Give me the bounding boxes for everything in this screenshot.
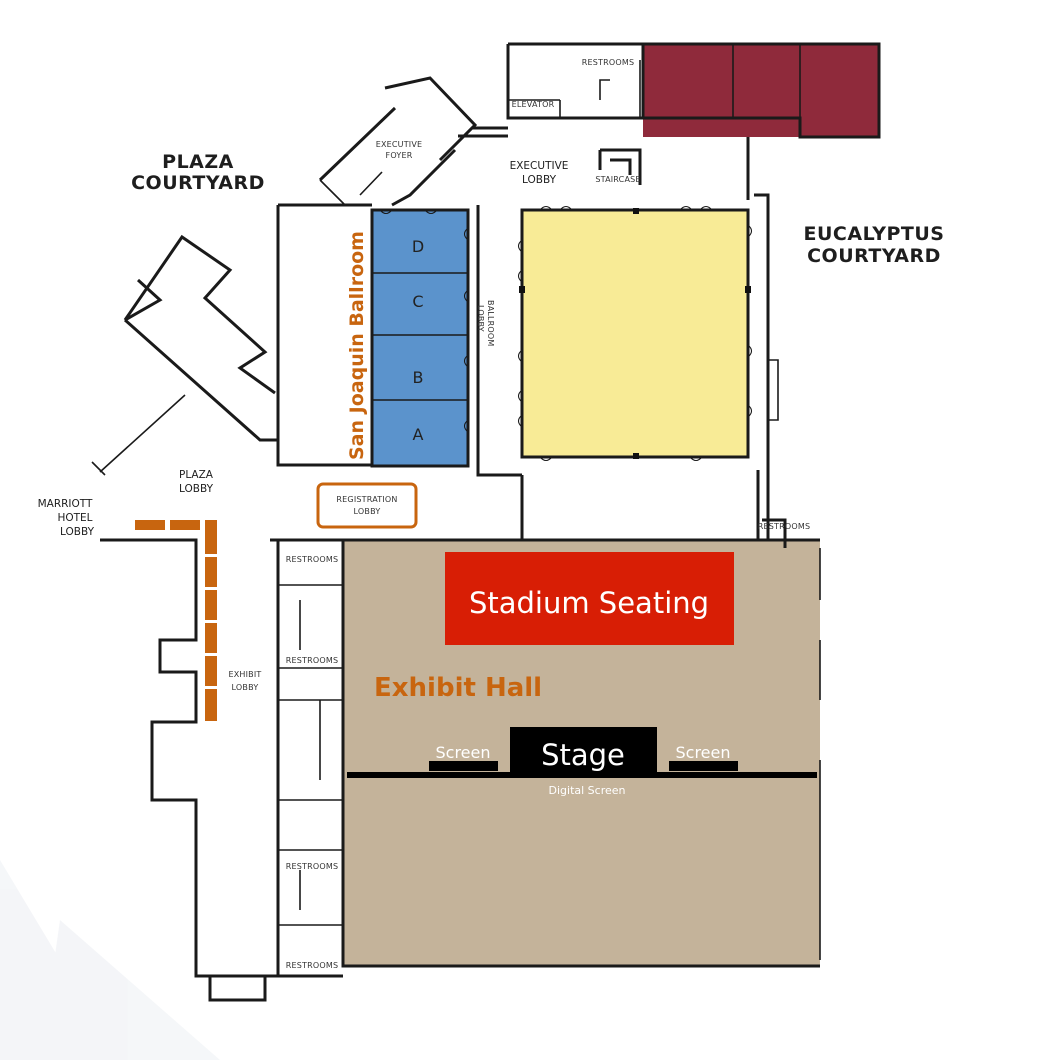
stage-label: Stage (541, 738, 625, 772)
executive-foyer-label-1: EXECUTIVE (376, 140, 423, 149)
san-joaquin-ballroom-label: San Joaquin Ballroom (346, 231, 368, 460)
staircase-label: STAIRCASE (595, 175, 640, 184)
ballroom-doors (379, 209, 469, 433)
restrooms-left-label-1: RESTROOMS (286, 555, 339, 564)
registration-lobby-box[interactable] (316, 482, 418, 529)
plaza-lobby-label-2: LOBBY (179, 483, 214, 495)
ballroom-section-b: B (413, 368, 424, 387)
digital-screen-label: Digital Screen (549, 784, 626, 797)
stadium-seating-label: Stadium Seating (469, 586, 709, 620)
left-screen-label: Screen (435, 743, 490, 762)
plaza-courtyard-label-1: PLAZA (162, 151, 234, 173)
yellow-room-doors (517, 205, 753, 462)
ballroom-section-a: A (413, 425, 424, 444)
left-screen (429, 761, 498, 771)
exhibit-lobby-label-1: EXHIBIT (228, 670, 261, 679)
exhibit-hall-label: Exhibit Hall (374, 673, 542, 703)
restrooms-left-label-3: RESTROOMS (286, 862, 339, 871)
yellow-meeting-room[interactable] (522, 210, 748, 457)
eucalyptus-courtyard-label-2: COURTYARD (807, 245, 941, 267)
maroon-meeting-rooms[interactable] (643, 44, 879, 137)
restrooms-right-label: RESTROOMS (758, 522, 811, 531)
executive-lobby-label-2: LOBBY (522, 174, 557, 186)
plaza-courtyard-label-2: COURTYARD (131, 172, 265, 194)
registration-lobby-label-2: LOBBY (354, 507, 381, 516)
ballroom-section-d: D (412, 237, 424, 256)
elevator-label: ELEVATOR (512, 100, 555, 109)
registration-lobby-label-1: REGISTRATION (336, 495, 397, 504)
executive-lobby-label-1: EXECUTIVE (510, 160, 569, 172)
right-screen-label: Screen (675, 743, 730, 762)
marriott-lobby-label-2: HOTEL (57, 512, 92, 524)
restrooms-left-label-4: RESTROOMS (286, 961, 339, 970)
marriott-lobby-label-1: MARRIOTT (38, 498, 93, 510)
san-joaquin-ballroom[interactable] (372, 210, 468, 466)
right-screen (669, 761, 738, 771)
ballroom-lobby-label-1: BALLROOM (486, 300, 495, 347)
restrooms-top-label: RESTROOMS (582, 58, 635, 67)
restrooms-left-label-2: RESTROOMS (286, 656, 339, 665)
background-pattern (0, 860, 220, 1060)
exhibit-lobby-markers (135, 520, 217, 721)
marriott-lobby-label-3: LOBBY (60, 526, 95, 538)
exhibit-lobby-label-2: LOBBY (232, 683, 259, 692)
eucalyptus-courtyard-label-1: EUCALYPTUS (804, 223, 945, 245)
stage-block[interactable] (510, 727, 657, 776)
ballroom-section-c: C (412, 292, 423, 311)
stadium-seating-block[interactable] (445, 552, 734, 645)
executive-foyer-label-2: FOYER (386, 151, 413, 160)
ballroom-lobby-label-2: LOBBY (476, 305, 485, 332)
plaza-lobby-label-1: PLAZA (179, 469, 214, 481)
building-walls (91, 42, 787, 1002)
